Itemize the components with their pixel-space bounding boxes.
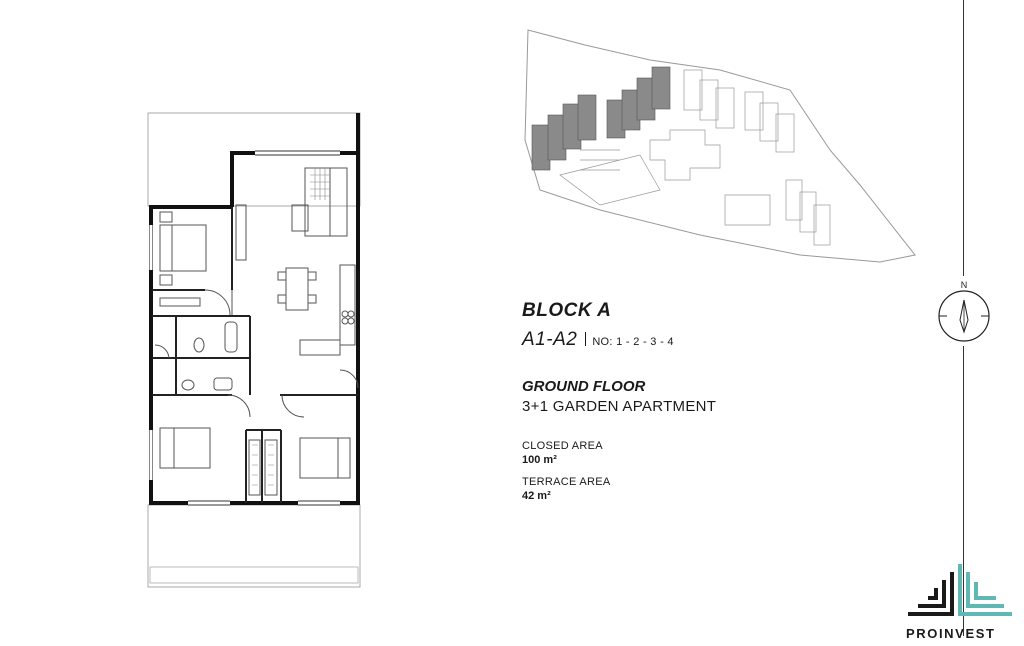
unit-separator — [585, 332, 587, 346]
closed-area-value: 100 m² — [522, 454, 557, 466]
compass-north-label: N — [961, 280, 968, 290]
unit-row: A1-A2 NO: 1 - 2 - 3 - 4 — [522, 329, 674, 351]
unit-code: A1-A2 — [522, 329, 578, 350]
brand-name: PROINVEST — [906, 626, 996, 641]
highlighted-block-a — [531, 66, 671, 171]
floor-title: GROUND FLOOR — [522, 378, 646, 395]
terrace-area-value: 42 m² — [522, 490, 551, 502]
compass-icon: N — [938, 280, 990, 342]
unit-numbers: NO: 1 - 2 - 3 - 4 — [592, 336, 674, 348]
proinvest-logo-icon — [908, 564, 1012, 616]
apartment-type: 3+1 GARDEN APARTMENT — [522, 398, 717, 415]
block-title: BLOCK A — [522, 300, 612, 321]
divider-line-top — [963, 0, 964, 276]
terrace-area-label: TERRACE AREA — [522, 476, 611, 488]
closed-area-label: CLOSED AREA — [522, 440, 603, 452]
divider-line-bottom — [963, 346, 964, 636]
